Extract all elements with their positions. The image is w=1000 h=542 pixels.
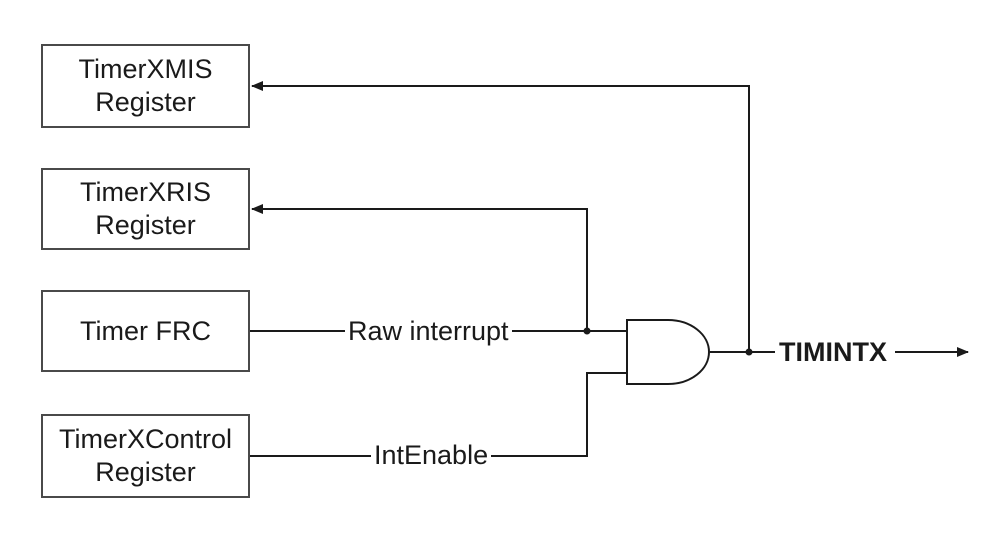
- timerxris-register-label: Register: [95, 210, 196, 240]
- int-enable-label: IntEnable: [371, 440, 492, 470]
- timerxmis-register-block: TimerXMIS Register: [41, 44, 250, 128]
- raw-interrupt-junction-dot: [583, 327, 591, 335]
- timerxmis-label: TimerXMIS: [78, 54, 213, 84]
- mis-feedback-wire: [251, 81, 750, 352]
- ris-feedback-wire: [251, 204, 588, 331]
- timintx-output-label: TIMINTX: [776, 337, 890, 367]
- timerxcontrol-register-block: TimerXControl Register: [41, 414, 250, 498]
- timerxcontrol-register-label: Register: [95, 457, 196, 487]
- timerxcontrol-label: TimerXControl: [58, 424, 233, 454]
- output-junction-dot: [745, 348, 753, 356]
- and-gate: [626, 319, 710, 385]
- raw-interrupt-label: Raw interrupt: [345, 316, 512, 346]
- timer-frc-label: Timer FRC: [80, 315, 211, 346]
- timerxris-register-block: TimerXRIS Register: [41, 168, 250, 250]
- timerxris-label: TimerXRIS: [79, 177, 211, 207]
- timer-frc-block: Timer FRC: [41, 290, 250, 372]
- timerxmis-register-label: Register: [95, 87, 196, 117]
